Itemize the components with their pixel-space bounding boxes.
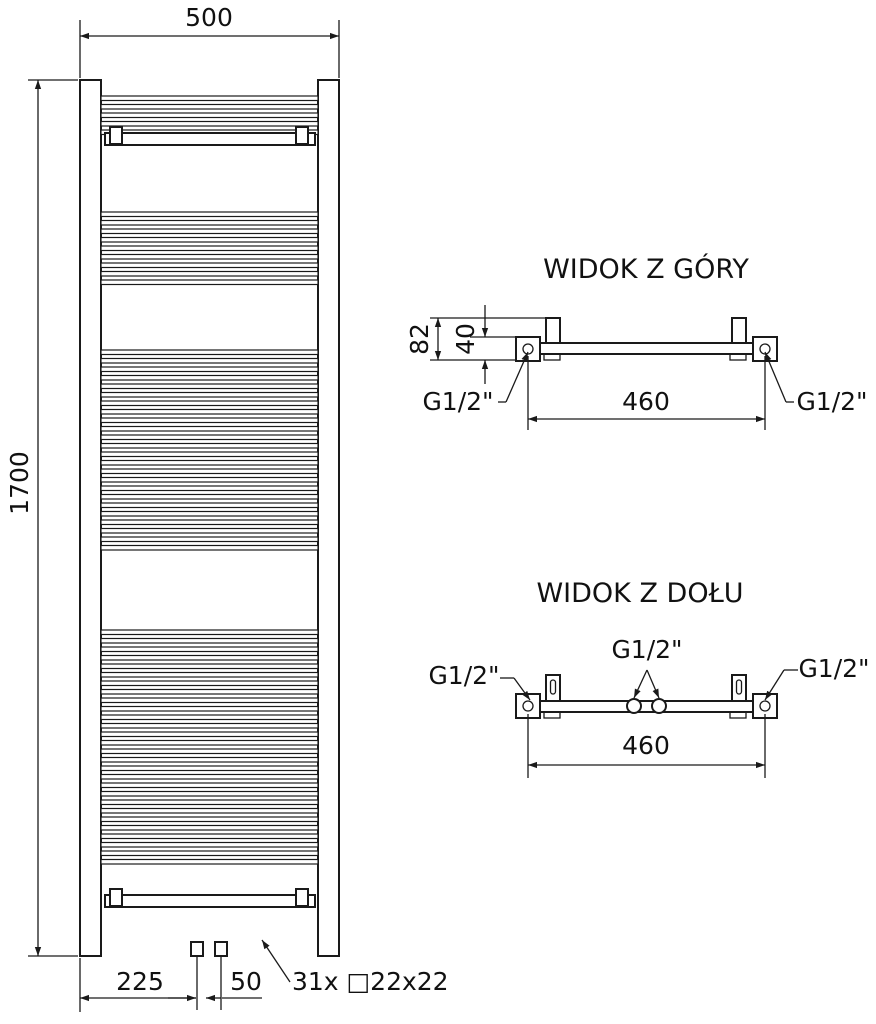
tube (100, 671, 319, 678)
bottom-view-title: WIDOK Z DOŁU (536, 578, 743, 609)
tube (100, 476, 319, 483)
depth-dimensions: 82 40 (405, 305, 548, 384)
tube (100, 816, 319, 823)
tube (100, 374, 319, 381)
tube (100, 688, 319, 695)
bottom-span-label: 460 (622, 731, 670, 760)
tube (100, 245, 319, 252)
tube (100, 442, 319, 449)
front-view: 500 1700 225 50 31x □22x22 (5, 3, 449, 1012)
tube (100, 722, 319, 729)
tube (100, 663, 319, 670)
height-dimension: 1700 (5, 79, 78, 957)
tube (100, 459, 319, 466)
tubes-label: 31x □22x22 (292, 967, 449, 996)
tube (100, 400, 319, 407)
tube (100, 120, 319, 127)
tube (100, 739, 319, 746)
tube (100, 773, 319, 780)
tube (100, 799, 319, 806)
tube (100, 765, 319, 772)
top-towel-bar (104, 126, 316, 146)
tube (100, 519, 319, 526)
tube (100, 366, 319, 373)
right-collector (317, 79, 340, 957)
tube (100, 434, 319, 441)
tube (100, 637, 319, 644)
top-span-label: 460 (622, 387, 670, 416)
tube (100, 544, 319, 551)
tube (100, 211, 319, 218)
tubes (100, 95, 319, 865)
bottom-towel-bar (104, 888, 316, 908)
height-label: 1700 (5, 451, 34, 515)
bottom-right-connection-label: G1/2" (798, 654, 869, 683)
tube (100, 714, 319, 721)
tube (100, 270, 319, 277)
tube (100, 95, 319, 102)
tube (100, 731, 319, 738)
tube (100, 654, 319, 661)
tube (100, 858, 319, 865)
width-label: 500 (185, 3, 233, 32)
tube (100, 748, 319, 755)
tube (100, 833, 319, 840)
tube (100, 485, 319, 492)
tube (100, 756, 319, 763)
tube (100, 349, 319, 356)
tube (100, 468, 319, 475)
tube (100, 357, 319, 364)
left-collector (79, 79, 102, 957)
tube (100, 824, 319, 831)
tube (100, 112, 319, 119)
tube (100, 527, 319, 534)
tube (100, 219, 319, 226)
tube (100, 408, 319, 415)
top-view-title: WIDOK Z GÓRY (543, 253, 749, 285)
tube (100, 705, 319, 712)
tube (100, 680, 319, 687)
tube (100, 493, 319, 500)
tube (100, 391, 319, 398)
depth-label: 82 (405, 323, 434, 355)
bottom-left-connection-label: G1/2" (428, 661, 499, 690)
bottom-connection-left (626, 698, 642, 714)
tube (100, 697, 319, 704)
tube (100, 262, 319, 269)
tube (100, 646, 319, 653)
tube (100, 236, 319, 243)
tube (100, 279, 319, 286)
bottom-dimensions: 225 50 31x □22x22 (79, 939, 449, 1012)
tube (100, 850, 319, 857)
tube (100, 103, 319, 110)
tube (100, 790, 319, 797)
tube (100, 383, 319, 390)
tube (100, 228, 319, 235)
tube (100, 629, 319, 636)
inner-depth-label: 40 (451, 323, 480, 355)
bottom-connections (190, 941, 228, 1010)
bottom-connection-right (651, 698, 667, 714)
bottom-view: WIDOK Z DOŁU G1/2" G1/2" G1/2" 460 (428, 578, 870, 778)
spacing-label: 50 (230, 967, 262, 996)
tube (100, 253, 319, 260)
tube (100, 807, 319, 814)
tube (100, 417, 319, 424)
tube (100, 425, 319, 432)
tube (100, 841, 319, 848)
tube (100, 782, 319, 789)
width-dimension: 500 (79, 3, 340, 78)
tube (100, 451, 319, 458)
bottom-center-connection-label: G1/2" (611, 635, 682, 664)
tube (100, 536, 319, 543)
top-left-connection-label: G1/2" (422, 387, 493, 416)
top-right-connection-label: G1/2" (796, 387, 867, 416)
tube (100, 502, 319, 509)
tube (100, 510, 319, 517)
top-view: WIDOK Z GÓRY 82 40 G1/2" G1/2" (405, 253, 868, 430)
offset-label: 225 (116, 967, 164, 996)
